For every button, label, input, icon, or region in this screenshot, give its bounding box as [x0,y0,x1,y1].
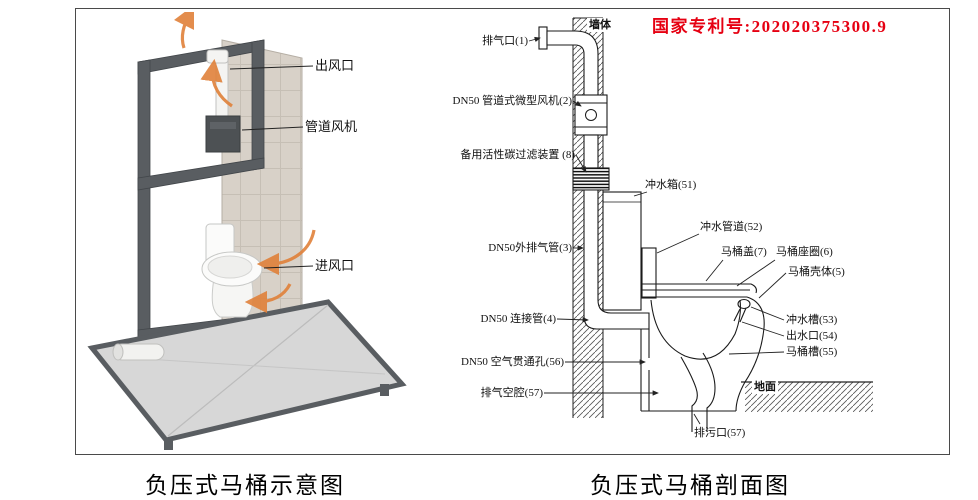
label-flush-tank: 冲水箱(51) [645,179,697,191]
label-drain-outlet: 排污口(57) [694,427,746,439]
toilet-3d-illustration [87,12,407,450]
toilet-3d [201,223,263,318]
label-toilet-channel: 马桶槽(55) [786,346,838,358]
label-exhaust-cavity: 排气空腔(57) [480,387,543,399]
leader-lines-left-panel [229,65,314,269]
caption-schematic: 负压式马桶示意图 [145,473,345,498]
label-toilet-shell: 马桶壳体(5) [788,266,845,278]
exhaust-pipe-assembly [538,26,657,330]
label-flush-channel: 冲水槽(53) [786,314,838,326]
label-water-outlet: 出水口(54) [786,330,838,342]
label-carbon-filter: 备用活性碳过滤装置 (8) [460,149,575,161]
label-air-outlet: 出风口 [315,58,355,73]
label-connecting-pipe: DN50 连接管(4) [480,313,556,325]
label-air-inlet: 进风口 [315,258,355,273]
toilet-section [640,283,765,432]
label-toilet-lid: 马桶盖(7) [721,246,767,258]
airflow-arrow-icons [173,12,316,314]
toilet-cross-section-drawing [528,17,873,432]
caption-section: 负压式马桶剖面图 [590,473,790,498]
label-exhaust-port: 排气口(1) [482,35,528,47]
leader-lines-section [528,36,787,425]
label-outer-exhaust-pipe: DN50外排气管(3) [488,242,572,254]
floor-pipe [112,343,165,361]
exhaust-port-flange [538,26,548,50]
label-ground: 地面 [752,380,778,394]
floor-platform [87,299,407,450]
flush-pipe [641,247,657,299]
inline-fan [574,94,608,136]
label-air-through-hole: DN50 空气贯通孔(56) [461,356,564,368]
flush-channel [737,298,751,310]
label-duct-fan: DN50 管道式微型风机(2) [452,95,572,107]
label-flush-pipe: 冲水管道(52) [700,221,763,233]
label-wall: 墙体 [587,18,613,32]
patent-number: 国家专利号:202020375300.9 [652,17,888,36]
label-duct-fan-3d: 管道风机 [305,119,358,134]
flush-tank [602,191,642,311]
label-toilet-seat-ring: 马桶座圈(6) [776,246,833,258]
carbon-filter-box [572,167,610,191]
